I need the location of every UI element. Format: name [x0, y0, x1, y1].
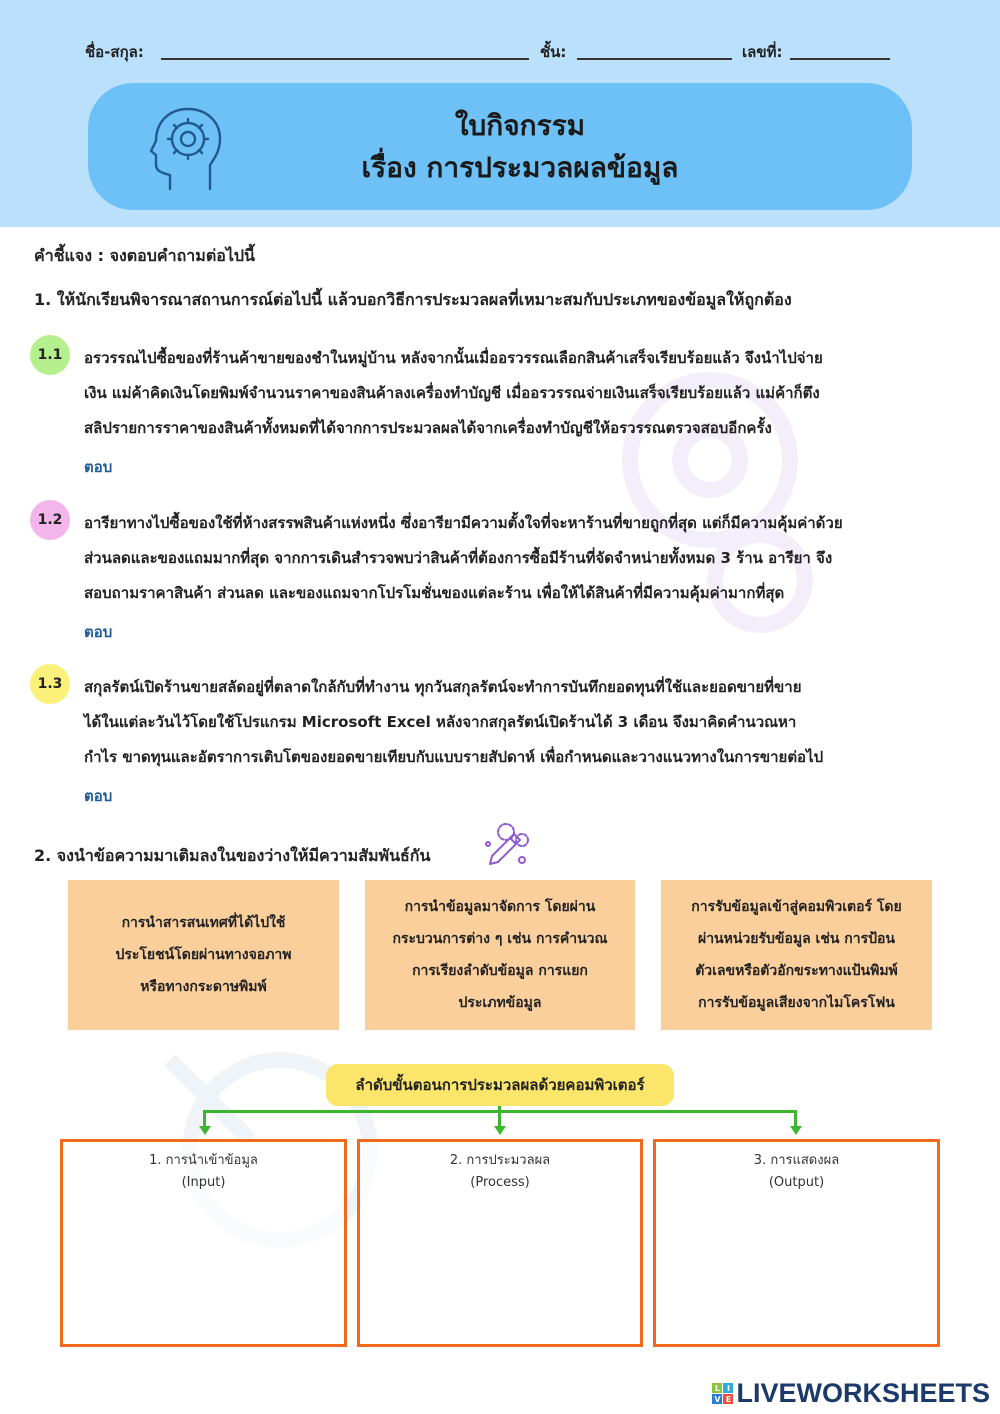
card-line: การนำข้อมูลมาจัดการ โดยผ่าน	[404, 899, 596, 915]
student-info-line: ชื่อ-สกุล: ชั้น: เลขที่:	[85, 38, 905, 66]
card-line: การรับข้อมูลเสียงจากไมโครโฟน	[698, 995, 895, 1011]
answer-label[interactable]: ตอบ	[84, 787, 113, 805]
step-label: 3. การแสดงผล (Output)	[656, 1150, 937, 1194]
text-line: สกุลรัตน์เปิดร้านขายสลัดอยู่ที่ตลาดใกล้ก…	[84, 678, 802, 696]
answer-label[interactable]: ตอบ	[84, 458, 113, 476]
matching-card-output[interactable]: การนำสารสนเทศที่ได้ไปใช้ ประโยชน์โดยผ่าน…	[68, 880, 339, 1030]
step-label: 1. การนำเข้าข้อมูล (Input)	[63, 1150, 344, 1194]
instructions: คำชี้แจง : จงตอบคำถามต่อไปนี้	[34, 246, 255, 265]
step-subtitle: (Process)	[470, 1175, 530, 1190]
class-label: ชั้น:	[540, 43, 567, 61]
scenario-1-2: 1.2 อารียาทางไปซื้อของใช้ที่ห้างสรรพสินค…	[30, 500, 975, 641]
logo-letter: E	[723, 1394, 734, 1404]
class-field[interactable]	[577, 58, 732, 60]
text-line: ส่วนลดและของแถมมากที่สุด จากการเดินสำรวจ…	[84, 549, 833, 567]
brand-name: LIVEWORKSHEETS	[736, 1378, 990, 1408]
title-line-1: ใบกิจกรรม	[454, 109, 586, 142]
card-line: การรับข้อมูลเข้าสู่คอมพิวเตอร์ โดย	[691, 899, 902, 915]
arrow-down-icon	[789, 1126, 802, 1135]
number-label: เลขที่:	[742, 43, 783, 61]
head-gear-icon	[149, 107, 222, 191]
logo-letter: V	[712, 1394, 723, 1404]
logo-letter: I	[723, 1383, 734, 1393]
card-line: การนำสารสนเทศที่ได้ไปใช้	[121, 915, 286, 931]
title-banner: ใบกิจกรรม เรื่อง การประมวลผลข้อมูล	[88, 83, 912, 210]
step-subtitle: (Input)	[181, 1175, 226, 1190]
title-line-2: เรื่อง การประมวลผลข้อมูล	[361, 151, 679, 184]
card-line: ประเภทข้อมูล	[458, 995, 542, 1011]
scenario-text: อรวรรณไปซื้อของที่ร้านค้าขายของชำในหมู่บ…	[84, 341, 984, 446]
item-badge: 1.1	[30, 335, 70, 375]
step-box-input[interactable]: 1. การนำเข้าข้อมูล (Input)	[60, 1139, 347, 1347]
card-line: ประโยชน์โดยผ่านทางจอภาพ	[115, 947, 292, 963]
connector-drop-2	[498, 1110, 501, 1128]
step-label: 2. การประมวลผล (Process)	[360, 1150, 640, 1194]
step-box-output[interactable]: 3. การแสดงผล (Output)	[653, 1139, 940, 1347]
connector-drop-1	[203, 1110, 206, 1128]
card-line: ผ่านหน่วยรับข้อมูล เช่น การป้อน	[697, 931, 896, 947]
text-line: สลิปรายการราคาของสินค้าทั้งหมดที่ได้จากก…	[84, 419, 772, 437]
matching-card-process[interactable]: การนำข้อมูลมาจัดการ โดยผ่าน กระบวนการต่า…	[365, 880, 635, 1030]
item-badge: 1.3	[30, 664, 70, 704]
logo-letter: L	[712, 1383, 723, 1393]
text-line: อารียาทางไปซื้อของใช้ที่ห้างสรรพสินค้าแห…	[84, 514, 843, 532]
card-line: หรือทางกระดาษพิมพ์	[140, 979, 267, 995]
header-band: ชื่อ-สกุล: ชั้น: เลขที่: ใบกิจกรรม เรื่อ…	[0, 0, 1000, 227]
flow-title: ลำดับขั้นตอนการประมวลผลด้วยคอมพิวเตอร์	[326, 1064, 674, 1106]
text-line: ได้ในแต่ละวันไว้โดยใช้โปรแกรม Microsoft …	[84, 713, 797, 731]
step-title: 2. การประมวลผล	[449, 1153, 551, 1168]
question-1-prompt: 1. ให้นักเรียนพิจารณาสถานการณ์ต่อไปนี้ แ…	[34, 290, 792, 309]
step-title: 3. การแสดงผล	[753, 1153, 840, 1168]
step-box-process[interactable]: 2. การประมวลผล (Process)	[357, 1139, 643, 1347]
scenario-1-1: 1.1 อรวรรณไปซื้อของที่ร้านค้าขายของชำในห…	[30, 335, 975, 476]
question-2-prompt: 2. จงนำข้อความมาเติมลงในของว่างให้มีความ…	[34, 846, 431, 865]
text-line: อรวรรณไปซื้อของที่ร้านค้าขายของชำในหมู่บ…	[84, 349, 823, 367]
card-line: การเรียงลำดับข้อมูล การแยก	[412, 963, 588, 979]
text-line: เงิน แม่ค้าคิดเงินโดยพิมพ์จำนวนราคาของสิ…	[84, 384, 820, 402]
step-subtitle: (Output)	[768, 1175, 825, 1190]
connector-drop-3	[794, 1110, 797, 1128]
name-field[interactable]	[161, 58, 529, 60]
item-badge: 1.2	[30, 500, 70, 540]
scenario-text: อารียาทางไปซื้อของใช้ที่ห้างสรรพสินค้าแห…	[84, 506, 984, 611]
text-line: สอบถามราคาสินค้า ส่วนลด และของแถมจากโปรโ…	[84, 584, 785, 602]
scenario-text: สกุลรัตน์เปิดร้านขายสลัดอยู่ที่ตลาดใกล้ก…	[84, 670, 984, 775]
text-line: กำไร ขาดทุนและอัตราการเติบโตของยอดขายเที…	[84, 748, 824, 766]
connector-stem	[498, 1106, 501, 1112]
scenario-1-3: 1.3 สกุลรัตน์เปิดร้านขายสลัดอยู่ที่ตลาดใ…	[30, 664, 975, 805]
liveworksheets-brand[interactable]: L I V E LIVEWORKSHEETS	[712, 1378, 990, 1409]
arrow-down-icon	[493, 1126, 506, 1135]
card-line: ตัวเลขหรือตัวอักขระทางแป้นพิมพ์	[695, 963, 898, 979]
page-title: ใบกิจกรรม เรื่อง การประมวลผลข้อมูล	[88, 105, 912, 189]
answer-label[interactable]: ตอบ	[84, 623, 113, 641]
pencil-gears-icon	[485, 823, 529, 865]
number-field[interactable]	[790, 58, 890, 60]
matching-card-input[interactable]: การรับข้อมูลเข้าสู่คอมพิวเตอร์ โดย ผ่านห…	[661, 880, 932, 1030]
step-title: 1. การนำเข้าข้อมูล	[149, 1153, 258, 1168]
arrow-down-icon	[198, 1126, 211, 1135]
liveworksheets-logo-icon: L I V E	[712, 1383, 734, 1404]
name-label: ชื่อ-สกุล:	[85, 43, 144, 61]
card-line: กระบวนการต่าง ๆ เช่น การคำนวณ	[392, 931, 608, 947]
